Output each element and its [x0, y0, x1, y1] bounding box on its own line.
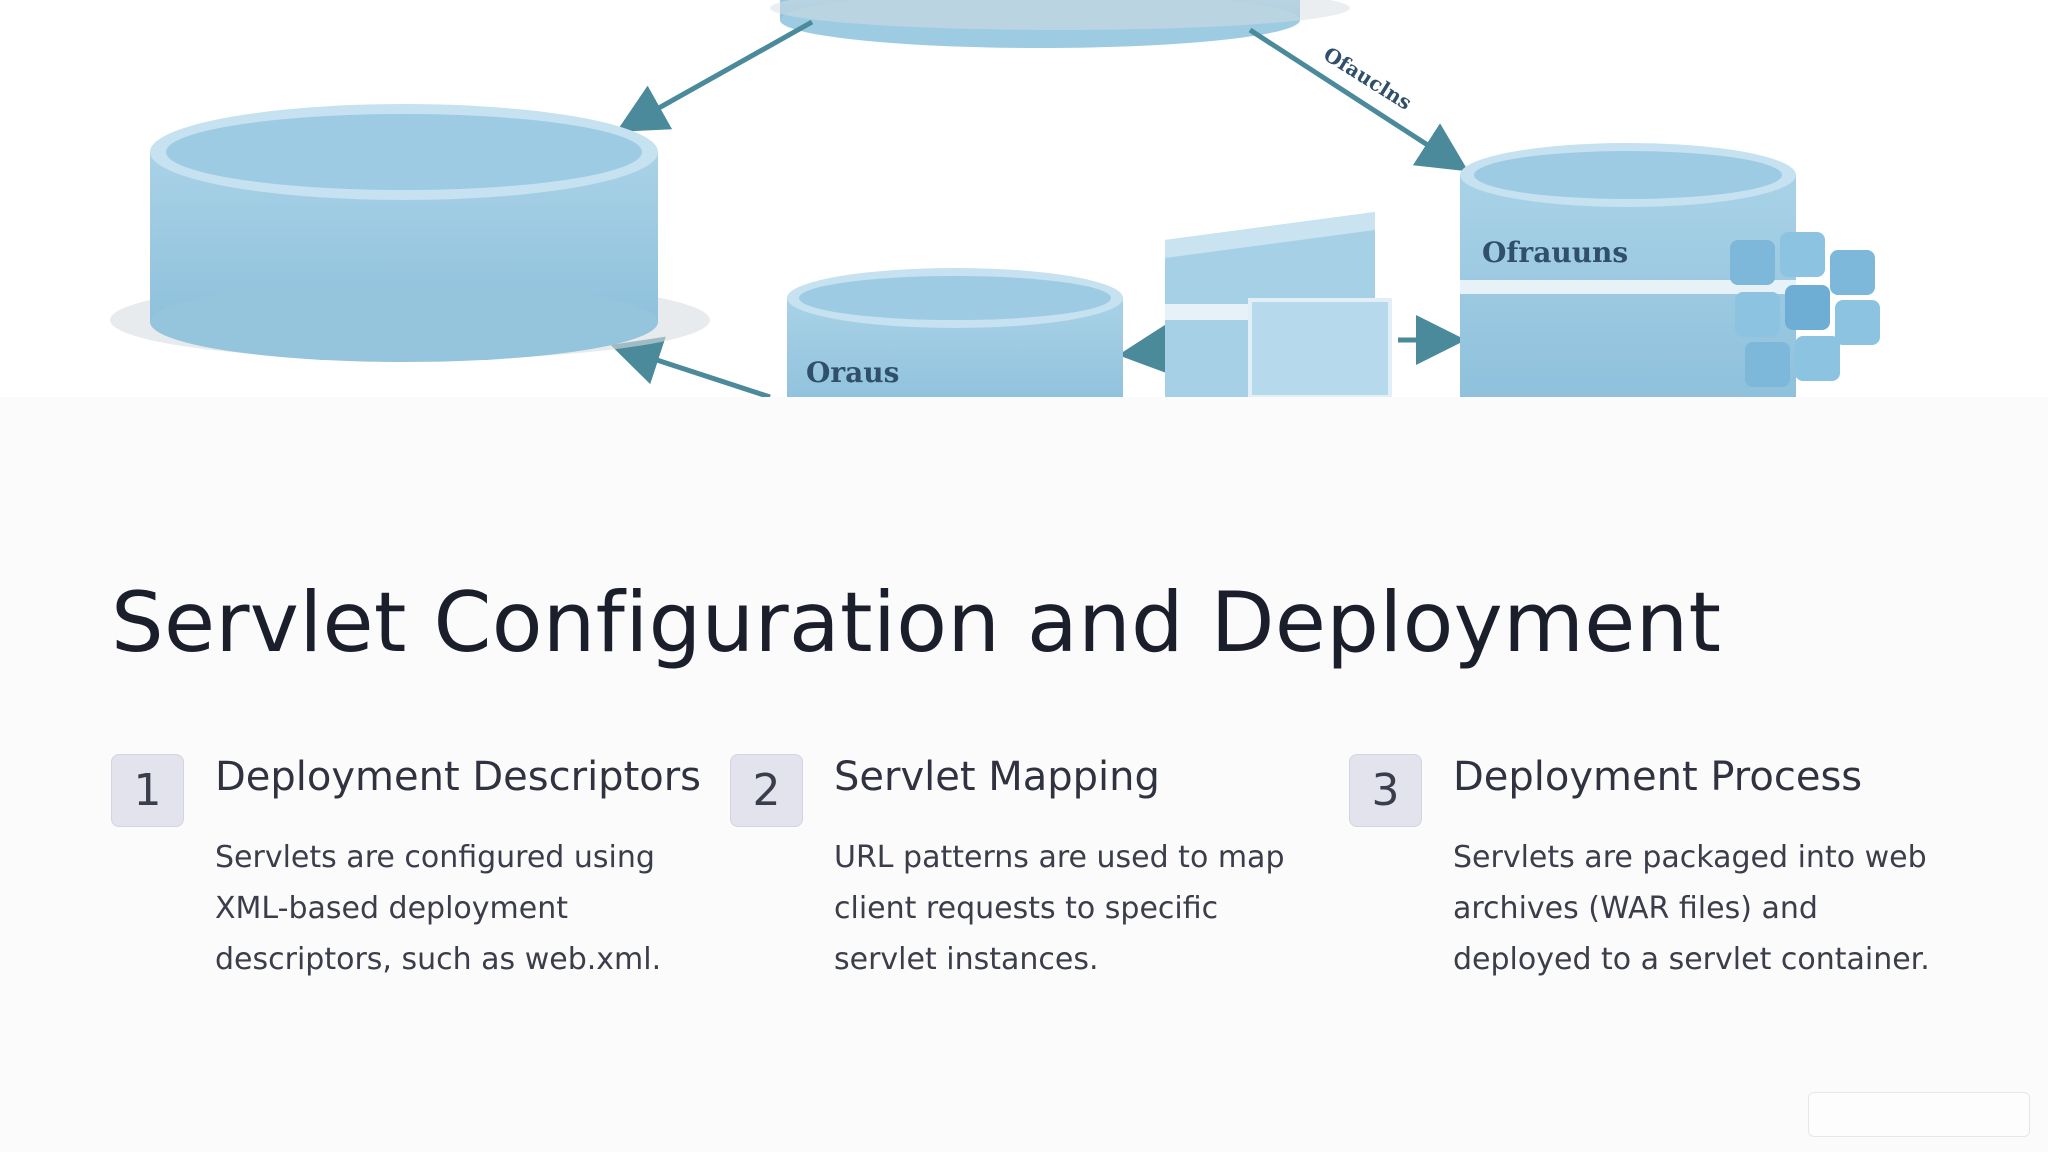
page-title: Servlet Configuration and Deployment	[111, 574, 1722, 671]
corner-widget[interactable]	[1808, 1092, 2030, 1137]
arrow	[616, 19, 814, 132]
cylinder-label: Oraus	[806, 356, 899, 389]
step-heading: Deployment Process	[1453, 754, 1863, 800]
step-number-badge: 2	[730, 754, 803, 827]
left-database-cylinder	[110, 104, 710, 362]
database-diagram-illustration: Oraus Ofrauuns Ofau	[110, 0, 1880, 397]
arrow	[610, 336, 771, 397]
hero-illustration: Oraus Ofrauuns Ofau	[0, 0, 2048, 397]
step-number-badge: 1	[111, 754, 184, 827]
step-heading: Deployment Descriptors	[215, 754, 702, 800]
step-description: Servlets are configured using XML-based …	[215, 840, 662, 977]
step-heading: Servlet Mapping	[834, 754, 1160, 800]
right-database-cylinder: Ofrauuns	[1460, 143, 1796, 397]
arrow	[1248, 27, 1469, 172]
step-number-badge: 3	[1349, 754, 1422, 827]
center-database-cylinder: Oraus	[787, 268, 1123, 397]
server-box	[1165, 212, 1392, 397]
step-description: Servlets are packaged into web archives …	[1453, 840, 1930, 977]
cube-cluster-icon	[1730, 232, 1880, 387]
top-database-cylinder	[770, 0, 1350, 48]
arrow	[1118, 324, 1171, 375]
cylinder-label: Ofrauuns	[1482, 236, 1628, 269]
step-description: URL patterns are used to map client requ…	[834, 840, 1285, 977]
